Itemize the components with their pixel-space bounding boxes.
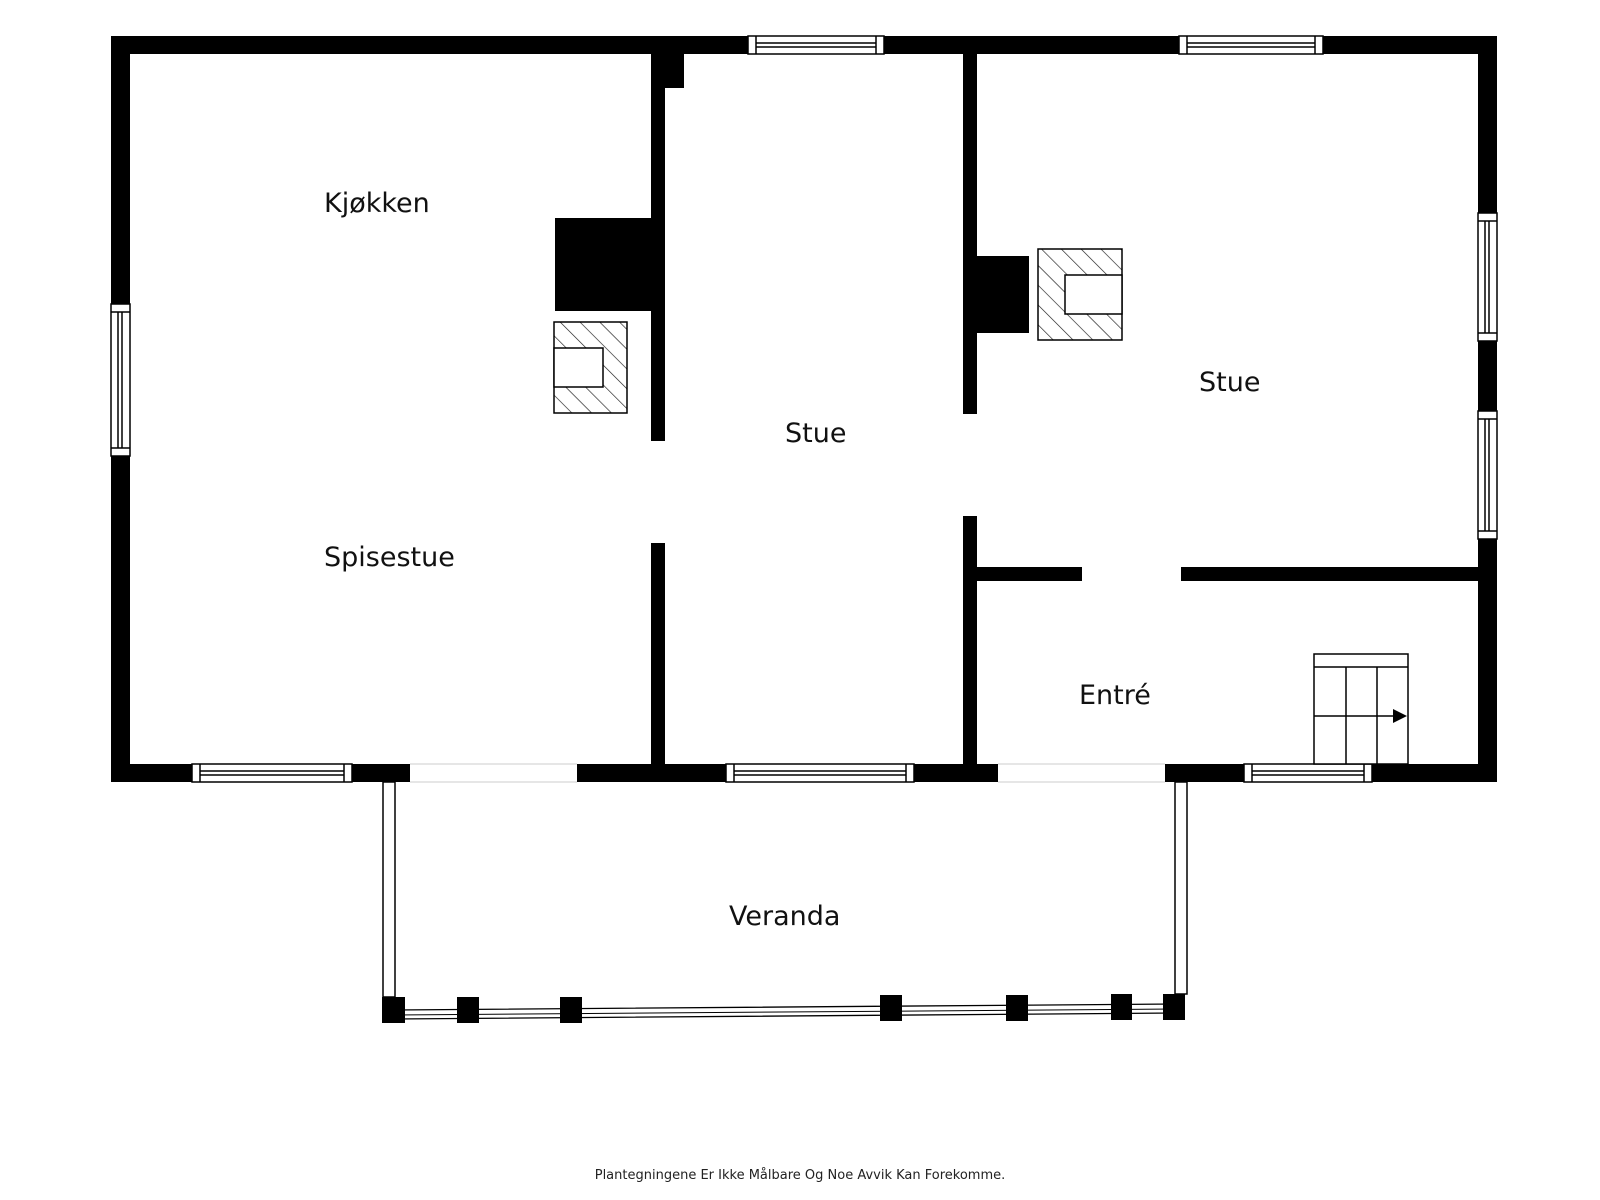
window	[110, 303, 131, 457]
disclaimer-text: Plantegningene Er Ikke Målbare Og Noe Av…	[594, 1168, 1006, 1183]
room-label-kitchen: Kjøkken	[324, 188, 430, 219]
fireplace-icon	[553, 321, 628, 414]
room-label-entrance: Entré	[1079, 680, 1151, 711]
window	[747, 35, 885, 55]
window	[1243, 763, 1373, 783]
room-label-living-middle: Stue	[785, 418, 846, 449]
door-openings	[410, 764, 1165, 782]
window	[725, 763, 915, 783]
fireplace-icon	[1037, 248, 1123, 341]
window	[1178, 35, 1324, 55]
stairs-icon	[1313, 653, 1409, 765]
room-label-veranda: Veranda	[729, 901, 840, 932]
room-label-dining: Spisestue	[324, 542, 455, 573]
veranda	[382, 781, 1188, 1023]
exterior-walls	[111, 36, 1497, 782]
window	[191, 763, 353, 783]
chimney-block	[555, 218, 1029, 333]
windows-vertical	[110, 212, 1498, 540]
window	[1477, 410, 1498, 540]
door-opening-lines	[410, 763, 1165, 783]
interior-walls	[651, 54, 1478, 764]
windows	[191, 35, 1373, 783]
window	[1477, 212, 1498, 342]
room-label-living-right: Stue	[1199, 367, 1260, 398]
